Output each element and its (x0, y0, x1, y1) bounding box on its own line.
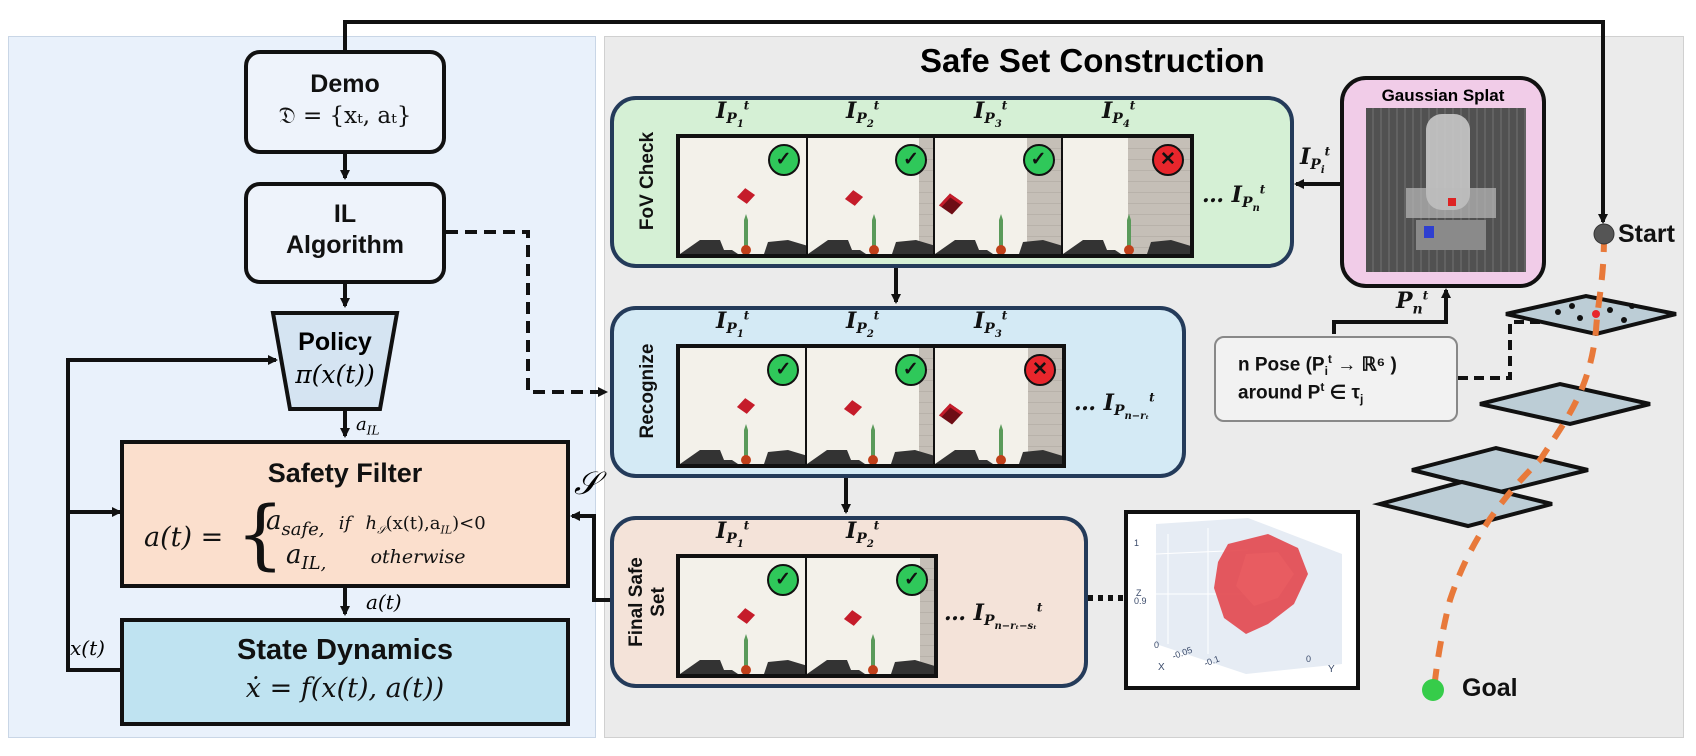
fov-image-1-label: IP1t (716, 98, 750, 131)
safety-lhs: a(t) = (144, 522, 224, 553)
safety-case1: asafe, if h𝒮(x(t),aIL)<0 (266, 506, 486, 541)
z-tick-2: 0.9 (1134, 596, 1147, 606)
safe-set-title: Safe Set Construction (920, 42, 1265, 79)
il-line2: Algorithm (285, 231, 405, 259)
recognize-image-2-label: IP2t (846, 308, 880, 341)
y-tick-1: 0 (1306, 654, 1312, 664)
safe-set-symbol: 𝒮 (574, 464, 599, 502)
pose-point (1577, 315, 1583, 321)
fov-image-2-label: IP2t (846, 98, 880, 131)
ipi-label: IPit (1300, 144, 1331, 177)
policy-title: Policy (298, 328, 372, 356)
demo-box: Demo 𝔇 = {xₜ, aₜ} (244, 50, 446, 154)
pose-line1: n Pose (Pit → ℝ⁶ ) (1238, 352, 1397, 379)
safety-title: Safety Filter (267, 458, 423, 488)
pose-point (1621, 317, 1627, 323)
pose-point (1607, 307, 1613, 313)
pose-plane-1 (1505, 293, 1677, 337)
gaussian-title: Gaussian Splat (1381, 86, 1505, 105)
recognize-image-3-label: IP3t (974, 308, 1008, 341)
xt-label: x(t) (70, 636, 105, 660)
feedback-loop-line (66, 355, 278, 672)
final-image-1: ✓ (680, 558, 808, 674)
fov-image-3: ✓ (935, 138, 1063, 254)
pose-point-center (1592, 310, 1600, 318)
final-image-2-label: IP2t (846, 518, 880, 551)
start-dot (1593, 223, 1615, 245)
check-icon: ✓ (895, 144, 927, 176)
goal-label: Goal (1462, 674, 1518, 702)
pose-plane-3 (1411, 445, 1589, 495)
cross-icon: ✕ (1024, 354, 1057, 386)
pose-point (1555, 309, 1561, 315)
recognize-label: Recognize (637, 343, 658, 439)
pose-plane-2 (1479, 381, 1651, 427)
recognize-image-strip: ✓ ✓ ✕ (676, 344, 1066, 468)
il-line1: IL (333, 200, 357, 228)
recognize-image-3: ✕ (934, 348, 1063, 464)
x-axis-label: X (1158, 662, 1165, 673)
final-tail-label: … IPn−rₜ−sₜt (944, 600, 1043, 633)
policy-formula: π(x(t)) (295, 360, 375, 389)
fov-image-1: ✓ (680, 138, 808, 254)
final-image-2: ✓ (807, 558, 934, 674)
il-to-recognize-dashed (446, 230, 608, 397)
il-algorithm-box: IL Algorithm (244, 182, 446, 284)
pose-line2: around Pt ∈ τj (1238, 380, 1364, 407)
demo-title: Demo (310, 70, 380, 98)
y-axis-label: Y (1328, 664, 1335, 675)
state-title: State Dynamics (237, 634, 453, 666)
check-icon: ✓ (896, 564, 928, 596)
policy-shape (270, 311, 400, 411)
recognize-image-2: ✓ (807, 348, 935, 464)
a-il-label: aIL (356, 414, 380, 438)
pose-plane-4 (1372, 479, 1553, 529)
fov-image-strip: ✓ ✓ ✓ ✕ (676, 134, 1194, 258)
final-safe-set-label: Final Safe Set (626, 557, 669, 647)
cross-icon: ✕ (1152, 144, 1184, 176)
recognize-image-1: ✓ (680, 348, 808, 464)
goal-dot (1422, 679, 1444, 701)
recognize-image-1-label: IP1t (716, 308, 750, 341)
pose-to-gaussian-arrow (1332, 288, 1451, 334)
z-tick-1: 1 (1134, 538, 1140, 548)
pose-box (1214, 336, 1458, 422)
final-image-strip: ✓ ✓ (676, 554, 938, 678)
safety-case2: aIL, otherwise (286, 540, 466, 575)
check-icon: ✓ (767, 144, 800, 176)
gaussian-splat-image (1366, 108, 1526, 272)
pn-label: Pnt (1396, 288, 1429, 318)
check-icon: ✓ (767, 564, 800, 596)
fov-check-label: FoV Check (637, 131, 658, 231)
safety-brace: { (236, 489, 285, 578)
z-axis-label: Z (1136, 588, 1142, 598)
fov-image-2: ✓ (807, 138, 935, 254)
check-icon: ✓ (1022, 144, 1055, 176)
demo-formula: 𝔇 = {xₜ, aₜ} (278, 103, 412, 129)
state-formula: ẋ = f(x(t), a(t)) (245, 673, 445, 704)
recognize-tail-label: … IPn−rₜt (1074, 390, 1155, 423)
fov-image-4: ✕ (1062, 138, 1190, 254)
start-label: Start (1618, 220, 1675, 248)
final-image-1-label: IP1t (716, 518, 750, 551)
check-icon: ✓ (767, 354, 800, 386)
x-tick-1: 0 (1154, 640, 1160, 650)
demo-to-start-line (343, 20, 1608, 224)
at-label: a(t) (366, 590, 402, 614)
state-dynamics-box: State Dynamics ẋ = f(x(t), a(t)) (120, 618, 570, 726)
pose-point (1629, 303, 1635, 309)
fov-image-3-label: IP3t (974, 98, 1008, 131)
pose-to-plane-dashed (1458, 320, 1560, 380)
safety-filter-box: Safety Filter a(t) = { asafe, if h𝒮(x(t)… (120, 440, 570, 588)
pose-point (1569, 303, 1575, 309)
check-icon: ✓ (894, 354, 927, 386)
trajectory-path (1431, 235, 1607, 691)
fov-image-4-label: IP4t (1102, 98, 1136, 131)
fov-tail-label: … IPnt (1202, 182, 1266, 215)
safe-set-3d-plot: Z 1 0.9 0 -0.05 -0.1 X 0 Y (1124, 510, 1360, 690)
final-to-safety-arrow (570, 511, 610, 602)
